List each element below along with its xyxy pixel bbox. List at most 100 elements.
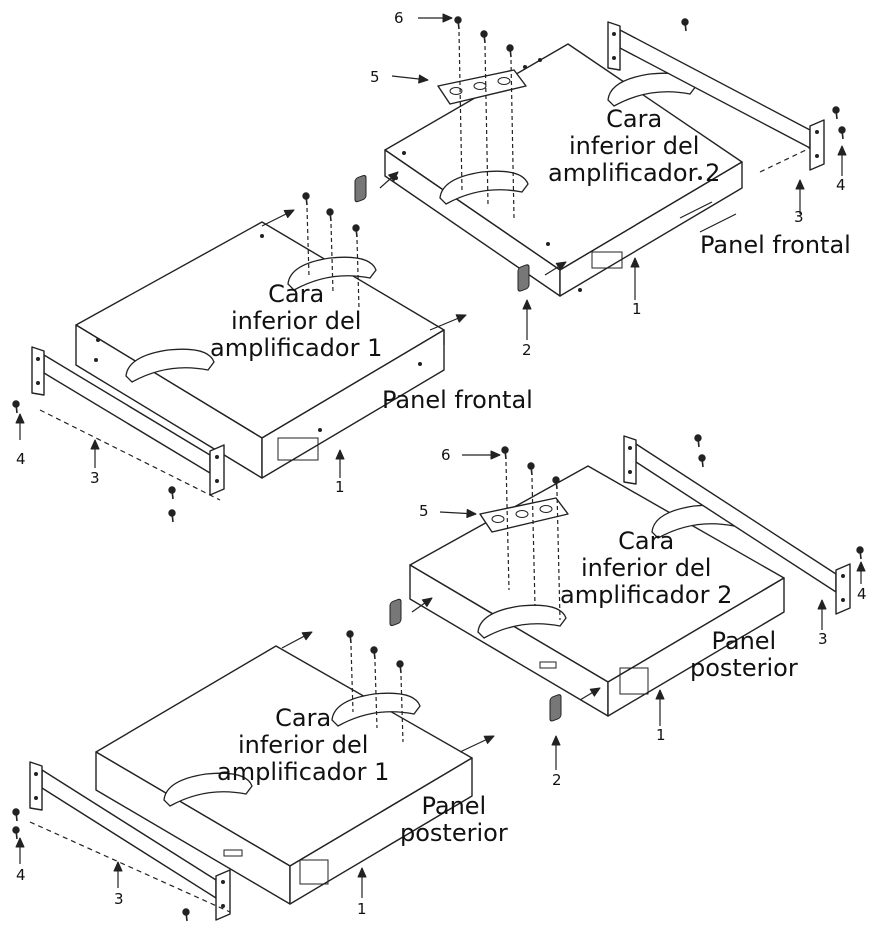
amp1-label-bottom: Cara inferior del amplificador 1	[217, 705, 389, 786]
hole	[94, 358, 98, 362]
amp2-callout6-arrow-head	[442, 13, 453, 23]
callout3-bottom-right-arrow-head	[817, 599, 827, 610]
amp1r-ear-screw-a-shank	[15, 811, 18, 822]
amp2-ear-hole	[815, 130, 819, 134]
amp2-screw-line-2	[510, 59, 515, 219]
amp2-ear-hole	[612, 32, 616, 36]
amp2-ear-dash	[759, 147, 811, 173]
amp2r-screw-line-0	[505, 461, 510, 591]
amp2-screw-0-shank	[457, 19, 460, 30]
amp1r-ear-screw-c-shank	[185, 911, 188, 922]
callout-4-top-left: 4	[16, 450, 26, 468]
callout3-bottom-left-arrow-head	[113, 861, 123, 872]
amp2-label-line2: inferior del	[568, 131, 700, 160]
callout-4-bottom-right: 4	[857, 585, 867, 603]
amp1-label-line1: Cara	[268, 280, 325, 308]
hole	[260, 234, 264, 238]
amp2r-screw-line-1	[531, 477, 536, 607]
amp1r-ear-hole	[221, 880, 225, 884]
front-panel-label-1: Panel frontal	[700, 231, 851, 259]
amp2r-callout6-arrow-head	[490, 450, 501, 460]
amp2-ear-hole	[612, 56, 616, 60]
hole	[96, 338, 100, 342]
amp2r-plate-slot	[491, 515, 505, 523]
amp2r-ear-hole	[628, 470, 632, 474]
hole	[538, 58, 542, 62]
rear-panel-line2: posterior	[400, 818, 508, 847]
amp2r-screw-2-shank	[555, 479, 558, 490]
callout1-top-right-arrow-head	[630, 257, 640, 268]
amp2-plate-slot	[449, 87, 463, 95]
amp2-ear-hole	[815, 154, 819, 158]
amp1r-ear-dash	[29, 821, 231, 913]
amp1-screw-line-2	[356, 239, 360, 309]
amp2-pad-arrow-1-head	[388, 171, 399, 182]
callout3-top-right-arrow-head	[795, 179, 805, 190]
callout-3-bottom-left: 3	[114, 890, 124, 908]
callout-1-top-left: 1	[335, 478, 345, 496]
amp2-label-bottom: Cara inferior del amplificador 2	[560, 528, 732, 609]
amp1r-screw-2-shank	[399, 663, 402, 674]
amp2-screw-2-shank	[509, 47, 512, 58]
callout4-top-left-arrow-head	[15, 413, 25, 424]
callout4-bottom-left-arrow-head	[15, 837, 25, 848]
amp1-ear-screw-b-shank	[171, 489, 174, 500]
callout1-bottom-left-arrow-head	[357, 867, 367, 878]
amp2-ear-screw-c-shank	[841, 129, 844, 140]
amp2-callout5-arrow-head	[418, 74, 429, 84]
amp1-ear-ear	[209, 444, 225, 496]
amp2-pad-front	[517, 264, 530, 292]
amp1-screw-line-1	[330, 223, 334, 293]
amp2r-callout5-arrow-head	[466, 509, 477, 518]
amp2r-screw-0-shank	[504, 449, 507, 460]
amp1r-slot	[223, 849, 243, 857]
amp1-label-line2: inferior del	[237, 730, 369, 759]
callout-2-top: 2	[522, 341, 532, 359]
hole	[546, 242, 550, 246]
amp1-label-line2: inferior del	[230, 306, 362, 335]
rear-panel-line2: posterior	[690, 653, 798, 682]
amp2-ear-screw-a-shank	[684, 21, 687, 32]
amp1-label-line1: Cara	[275, 704, 332, 732]
amp2-screw-line-0	[458, 31, 463, 191]
callout-5-top: 5	[370, 68, 380, 86]
amp2r-plate-slot	[539, 505, 553, 513]
amp2r-pad-arrow-2-head	[589, 687, 601, 697]
callout-5-bottom: 5	[419, 502, 429, 520]
amp1-back-arrow-head	[283, 209, 295, 219]
rear-panel-line1: Panel	[421, 792, 487, 820]
amp2-top-front-face	[559, 161, 743, 297]
amp2-pad-left	[354, 174, 367, 203]
callout4-bottom-right-arrow-head	[856, 561, 866, 572]
amp1-screw-1-shank	[329, 211, 332, 222]
amp1-top-front-face	[261, 329, 445, 479]
amp1r-ear-screw-b-shank	[15, 829, 18, 840]
amp2r-pad-arrow-1-head	[421, 597, 433, 607]
amp2r-pad-front	[549, 694, 562, 722]
amp2r-ear-ear	[835, 563, 851, 615]
amp1r-handle-front	[163, 772, 253, 807]
amp2-label-top: Cara inferior del amplificador 2	[548, 106, 720, 187]
amp2r-slot	[539, 661, 557, 669]
amp1-screw-2-shank	[355, 227, 358, 238]
amp2r-pad-left	[389, 598, 402, 627]
amp1-display	[277, 437, 319, 461]
amp2r-ear-screw-b-shank	[701, 457, 704, 468]
amp1-ear-screw-c-shank	[171, 512, 174, 523]
amp2-label-line2: inferior del	[580, 553, 712, 582]
amp1-label-line3: amplificador 1	[217, 757, 390, 786]
amp1r-right-arrow-head	[483, 735, 495, 744]
amp2-display	[591, 251, 623, 269]
amp2r-handle-front	[477, 604, 567, 639]
amp2r-ear-hole	[841, 574, 845, 578]
amp2-panel-pointer	[699, 213, 737, 233]
amp2-label-line3: amplificador 2	[548, 158, 721, 187]
amp1-ear-hole	[36, 381, 40, 385]
amp1-handle-front	[125, 348, 215, 383]
callout-6-bottom: 6	[441, 446, 451, 464]
amp1-label-line3: amplificador 1	[210, 333, 383, 362]
amp1-ear-hole	[36, 357, 40, 361]
hole	[578, 288, 582, 292]
amp2-screw-1-shank	[483, 33, 486, 44]
